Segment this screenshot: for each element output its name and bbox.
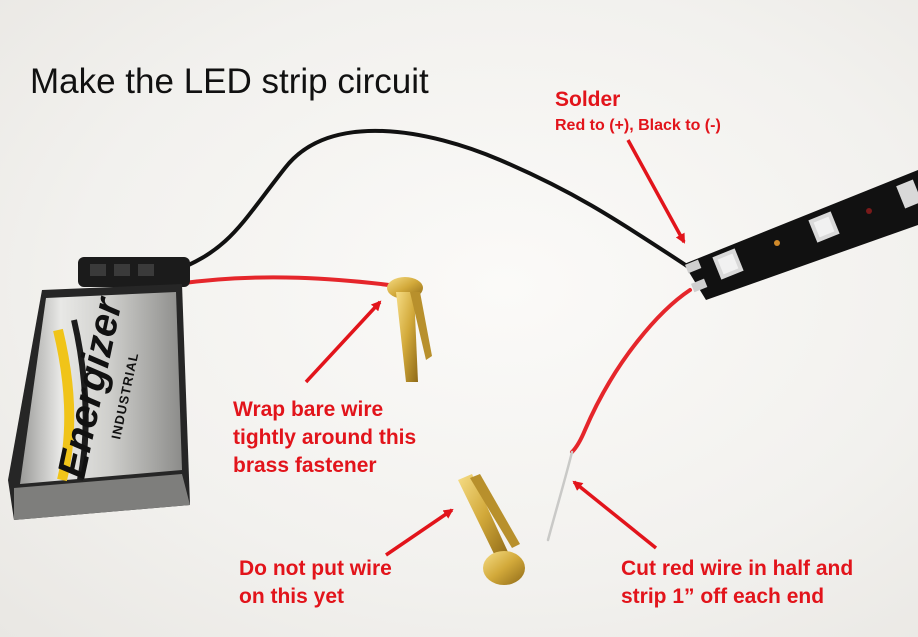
do-not-put-wire-note: Do not put wire on this yet [239, 555, 392, 611]
cut-line: Cut red wire in half and [621, 557, 854, 580]
wrap-line: brass fastener [233, 454, 377, 477]
wrap-wire-note: Wrap bare wire tightly around this brass… [233, 396, 416, 480]
wrap-line: tightly around this [233, 426, 417, 449]
red-wire-to-fastener [174, 275, 414, 290]
brass-fastener-wrapped [387, 277, 432, 382]
bare-wire-strand [546, 450, 574, 542]
black-wire [170, 128, 692, 274]
cut-wire-note: Cut red wire in half and strip 1” off ea… [621, 555, 853, 611]
do-not-arrow [385, 508, 454, 557]
do-not-line: Do not put wire [239, 557, 392, 580]
brass-fastener-unused [458, 474, 525, 585]
solder-arrow [626, 139, 686, 244]
do-not-line: on this yet [239, 585, 345, 608]
cut-arrow [572, 480, 658, 550]
red-wire-cut-end [570, 288, 692, 454]
battery-9v [8, 257, 190, 520]
wrap-line: Wrap bare wire [233, 398, 384, 421]
led-strip [684, 170, 918, 300]
page-title: Make the LED strip circuit [30, 62, 429, 101]
cut-line: strip 1” off each end [621, 585, 825, 608]
solder-label: Solder [555, 88, 621, 111]
solder-detail: Red to (+), Black to (-) [555, 117, 721, 134]
wrap-arrow [304, 300, 382, 384]
